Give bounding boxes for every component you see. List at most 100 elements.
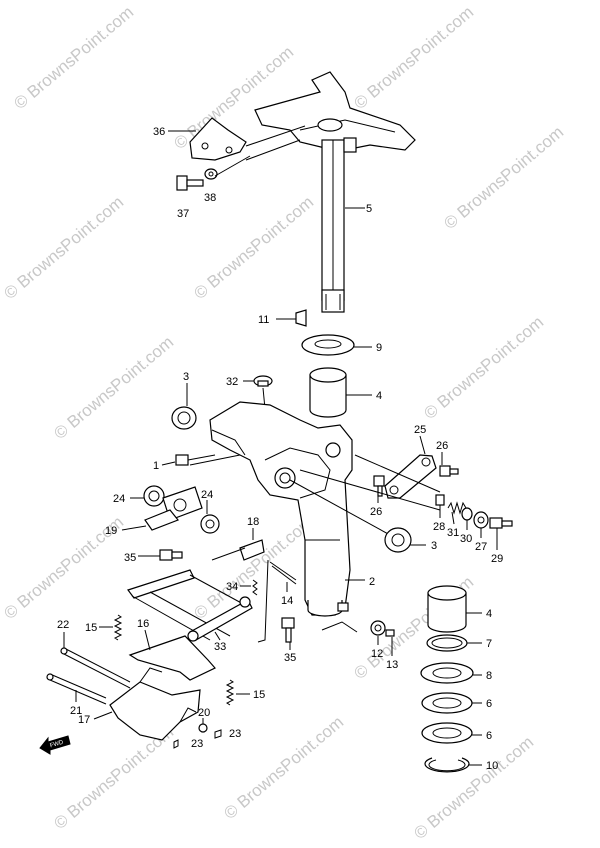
- part-steering-bracket: [254, 71, 416, 313]
- part-26-bolt: [373, 475, 385, 497]
- callout-27: 27: [475, 541, 487, 553]
- callout-6: 6: [486, 698, 492, 710]
- callout-18: 18: [247, 516, 259, 528]
- callout-14: 14: [281, 595, 293, 607]
- part-34-spring: [252, 579, 258, 596]
- part-6-washer: [421, 692, 473, 714]
- fwd-direction-badge: FWD: [39, 735, 71, 755]
- part-31-spring: [447, 501, 467, 515]
- callout-28: 28: [433, 521, 445, 533]
- part-20-washer: [198, 723, 208, 733]
- callout-1: 1: [153, 460, 159, 472]
- part-15-spring: [225, 679, 235, 706]
- part-26-bolt: [439, 465, 459, 477]
- callout-5: 5: [366, 203, 372, 215]
- part-38-washer: [204, 168, 218, 180]
- callout-4: 4: [486, 608, 492, 620]
- part-19-clamp-plate: [144, 486, 203, 531]
- callout-26: 26: [436, 440, 448, 452]
- callout-15: 15: [85, 622, 97, 634]
- part-8-washer: [420, 662, 474, 684]
- callout-23: 23: [229, 728, 241, 740]
- callout-25: 25: [414, 424, 426, 436]
- part-25-tilt-arm: [384, 454, 437, 499]
- part-24-bushing: [200, 514, 220, 534]
- callout-10: 10: [486, 760, 498, 772]
- part-30-washer: [461, 507, 473, 521]
- callout-3: 3: [183, 371, 189, 383]
- part-17-bracket: [109, 667, 201, 741]
- callout-19: 19: [105, 525, 117, 537]
- callout-30: 30: [460, 533, 472, 545]
- callout-labels: 36 37 38 5 11 9 3 32 4 25 26 1 24 24 19 …: [57, 126, 503, 772]
- part-35-bolt: [281, 617, 295, 643]
- callout-6: 6: [486, 730, 492, 742]
- part-16-link: [128, 635, 216, 681]
- part-1-bolt: [175, 454, 216, 466]
- callout-21: 21: [70, 705, 82, 717]
- part-32-cap: [253, 375, 273, 387]
- callout-17: 17: [78, 714, 90, 726]
- part-3-bushing: [384, 527, 412, 553]
- part-35-bolt: [159, 549, 183, 561]
- callout-36: 36: [153, 126, 165, 138]
- watermark: © BrownsPoint.com: [10, 2, 137, 113]
- callout-4: 4: [376, 390, 382, 402]
- watermark: © BrownsPoint.com: [190, 192, 317, 303]
- part-14-rod: [269, 561, 297, 585]
- callout-32: 32: [226, 376, 238, 388]
- part-9-washer: [301, 334, 355, 356]
- part-27-bushing: [473, 511, 489, 529]
- part-11-key: [295, 309, 307, 327]
- part-2-swivel-housing: [209, 401, 353, 617]
- watermark: © BrownsPoint.com: [440, 122, 567, 233]
- callout-31: 31: [447, 527, 459, 539]
- watermark: © BrownsPoint.com: [420, 312, 547, 423]
- watermark: © BrownsPoint.com: [0, 192, 127, 303]
- callout-23: 23: [191, 738, 203, 750]
- part-6-washer: [421, 722, 473, 744]
- part-28-pin: [435, 494, 445, 506]
- callout-20: 20: [198, 707, 210, 719]
- part-10-snap-ring: [424, 757, 470, 773]
- watermark: © BrownsPoint.com: [50, 332, 177, 443]
- callout-13: 13: [386, 659, 398, 671]
- callout-35: 35: [284, 652, 296, 664]
- callout-11: 11: [258, 314, 269, 326]
- part-7-washer: [426, 634, 468, 652]
- watermark: © BrownsPoint.com: [350, 2, 477, 113]
- callout-37: 37: [177, 208, 189, 220]
- callout-24: 24: [201, 489, 213, 501]
- callout-22: 22: [57, 619, 69, 631]
- part-23-clip: [173, 739, 179, 749]
- part-4-bushing: [309, 367, 347, 418]
- callout-35: 35: [124, 552, 136, 564]
- part-23-clip: [214, 729, 222, 739]
- callout-12: 12: [371, 648, 383, 660]
- part-21-rod: [46, 673, 107, 705]
- part-37-bolt: [176, 175, 204, 191]
- part-22-rod: [60, 647, 131, 689]
- callout-9: 9: [376, 342, 382, 354]
- fwd-label: FWD: [49, 740, 64, 750]
- callout-16: 16: [137, 618, 149, 630]
- callout-24: 24: [113, 493, 125, 505]
- callout-2: 2: [369, 576, 375, 588]
- part-4-bushing: [427, 585, 467, 633]
- callout-26: 26: [370, 506, 382, 518]
- part-33-tilt-frame: [127, 569, 253, 642]
- part-18-lever: [211, 539, 265, 561]
- callout-7: 7: [486, 638, 492, 650]
- part-12-bushing: [370, 620, 386, 636]
- callout-15: 15: [253, 689, 265, 701]
- callout-38: 38: [204, 192, 216, 204]
- callout-8: 8: [486, 670, 492, 682]
- part-24-bushing: [143, 485, 165, 507]
- callout-3: 3: [431, 540, 437, 552]
- part-15-spring: [113, 614, 123, 641]
- callout-33: 33: [214, 641, 226, 653]
- part-36-plate: [189, 117, 247, 161]
- part-29-bolt: [489, 517, 513, 529]
- part-13-screw: [385, 629, 395, 637]
